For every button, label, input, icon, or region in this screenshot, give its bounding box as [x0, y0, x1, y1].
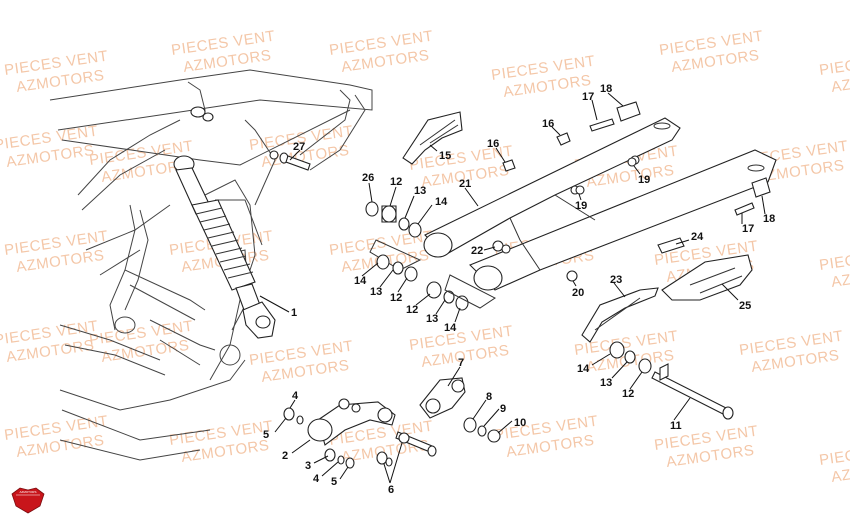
chain-slider-23 [581, 287, 659, 343]
callout-9: 9 [500, 403, 506, 415]
callout-17: 17 [742, 223, 754, 235]
callout-24: 24 [691, 231, 704, 243]
callout-2: 2 [282, 450, 288, 462]
callout-13: 13 [414, 185, 426, 197]
callout-26: 26 [362, 172, 374, 184]
callout-11: 11 [670, 420, 682, 432]
callout-14: 14 [577, 363, 590, 375]
callout-10: 10 [514, 417, 526, 429]
callout-4: 4 [292, 390, 299, 402]
logo-text: AZMOTORS [20, 490, 37, 494]
callout-7: 7 [458, 357, 464, 369]
callout-5: 5 [263, 429, 269, 441]
linkage-7 [419, 377, 501, 443]
callout-14: 14 [354, 275, 367, 287]
chain-guard-15 [402, 111, 463, 165]
callout-3: 3 [305, 460, 311, 472]
callout-13: 13 [426, 313, 438, 325]
callout-1: 1 [291, 307, 297, 319]
callout-14: 14 [444, 322, 457, 334]
part-22 [492, 240, 511, 254]
callout-6: 6 [388, 484, 394, 496]
leader-lines [259, 92, 766, 484]
callout-14: 14 [435, 196, 448, 208]
callout-12: 12 [406, 304, 418, 316]
callout-15: 15 [439, 150, 451, 162]
callout-19: 19 [638, 174, 650, 186]
callout-18: 18 [600, 83, 612, 95]
bolt-27 [269, 150, 311, 171]
callout-16: 16 [487, 138, 499, 150]
callout-labels: 27 1 15 26 12 13 14 21 16 16 17 18 19 19… [263, 83, 775, 496]
callout-19: 19 [575, 200, 587, 212]
azmotors-logo: AZMOTORS [11, 487, 45, 514]
linkage-2 [283, 398, 437, 469]
callout-4: 4 [313, 473, 320, 485]
callout-27: 27 [293, 141, 305, 153]
rear-axle-11 [609, 341, 734, 420]
callout-21: 21 [459, 178, 471, 190]
swing-arm-21 [423, 117, 777, 291]
callout-22: 22 [471, 245, 483, 257]
callout-16: 16 [542, 118, 554, 130]
watermark-pieces-vent: PIECES VENT [818, 48, 850, 79]
callout-13: 13 [370, 286, 382, 298]
chain-adjuster-24-25 [657, 237, 753, 301]
callout-12: 12 [390, 292, 402, 304]
callout-5: 5 [331, 476, 337, 488]
callout-23: 23 [610, 274, 622, 286]
callout-20: 20 [572, 287, 584, 299]
callout-25: 25 [739, 300, 751, 312]
callout-8: 8 [486, 391, 492, 403]
pivot-bushings-lower [376, 254, 496, 311]
callout-12: 12 [622, 388, 634, 400]
watermark-pieces-vent: PIECES VENT [818, 438, 850, 469]
callout-17: 17 [582, 91, 594, 103]
pivot-bushings-upper [365, 201, 422, 271]
watermark-pieces-vent: PIECES VENT [818, 243, 850, 274]
callout-18: 18 [763, 213, 775, 225]
callout-13: 13 [600, 377, 612, 389]
shock-absorber [173, 155, 276, 339]
callout-12: 12 [390, 176, 402, 188]
small-hardware-right [502, 101, 771, 282]
